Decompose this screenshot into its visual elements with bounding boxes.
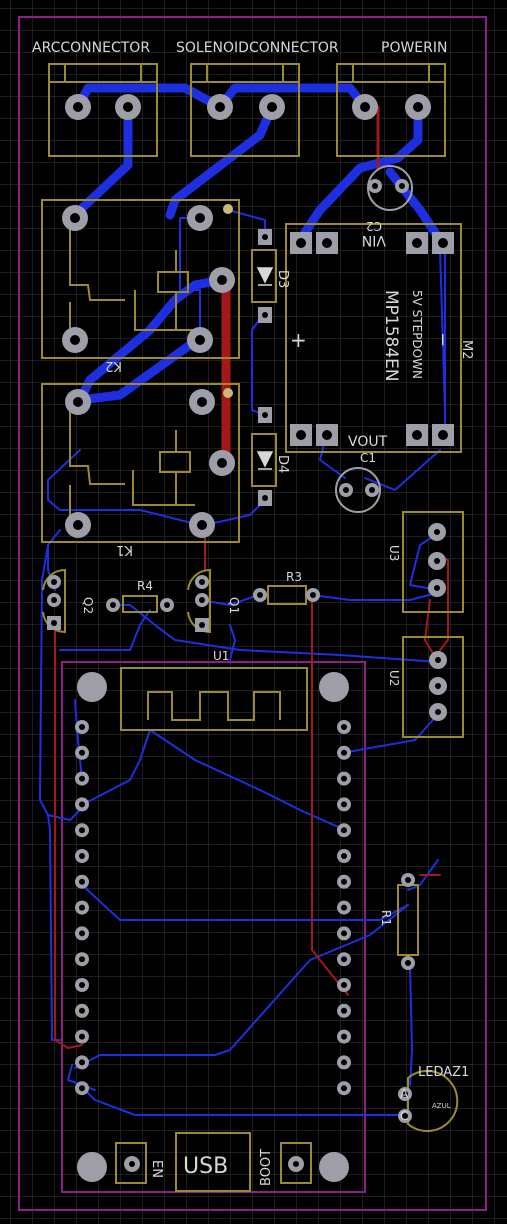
label-minus: − <box>432 332 453 347</box>
mcu-pin-hole <box>341 878 347 885</box>
mcu-pin-hole <box>341 1059 347 1066</box>
labels: ARCCONNECTOR SOLENOIDCONNECTOR POWERIN K… <box>32 40 474 1186</box>
board-outline <box>18 16 487 1211</box>
label-led: LEDAZ1 <box>418 1065 469 1080</box>
label-vin: VIN <box>362 232 386 248</box>
mcu-pins <box>75 720 351 1096</box>
mcu-pin-hole <box>341 1085 347 1092</box>
label-c2: C2 <box>366 219 382 233</box>
label-plus: + <box>290 328 307 352</box>
label-r4: R4 <box>137 579 153 593</box>
mcu-pin-hole <box>341 827 347 834</box>
label-u3: U3 <box>387 545 401 561</box>
label-k1: K1 <box>116 542 133 557</box>
label-q2: Q2 <box>81 597 95 614</box>
mcu-pin-hole <box>341 904 347 911</box>
mcu-pin-hole <box>79 853 85 859</box>
label-solenoid-connector: SOLENOIDCONNECTOR <box>176 40 339 56</box>
label-m2: M2 <box>459 340 474 360</box>
mcu-pin-hole <box>79 827 85 834</box>
mcu-pin-hole <box>341 749 347 756</box>
mcu-pin-hole <box>341 775 347 782</box>
label-d4: D4 <box>275 455 290 473</box>
label-u1: U1 <box>213 649 229 663</box>
mcu-pin-hole <box>79 904 85 911</box>
label-led-color: AZUL <box>432 1102 451 1110</box>
label-led-a: A <box>400 1087 409 1101</box>
mcu-pin-hole <box>79 724 85 730</box>
capacitors <box>335 165 413 513</box>
label-c1: C1 <box>360 451 376 465</box>
label-k2: K2 <box>105 358 122 373</box>
mcu-pin-hole <box>341 801 347 808</box>
mcu-pin-hole <box>341 1007 347 1014</box>
mcu-pin-hole <box>79 1007 85 1014</box>
label-power-in: POWERIN <box>381 40 447 56</box>
mcu-pin-hole <box>79 1033 85 1040</box>
mcu-pin-hole <box>79 775 85 782</box>
mcu-pin-hole <box>341 1033 347 1040</box>
label-d3: D3 <box>275 270 290 288</box>
mcu-pin-hole <box>79 749 85 756</box>
label-en: EN <box>149 1160 164 1178</box>
mcu-pin-hole <box>341 930 347 937</box>
mcu-pin-hole <box>79 1059 85 1066</box>
silkscreen <box>41 63 464 1192</box>
mcu-pin-hole <box>79 801 85 808</box>
mcu-pin-hole <box>341 853 347 859</box>
label-arc-connector: ARCCONNECTOR <box>32 40 150 56</box>
label-u2: U2 <box>387 670 401 686</box>
mcu-pin-hole <box>341 724 347 730</box>
mcu-pin-hole <box>79 956 85 963</box>
label-r3: R3 <box>286 570 302 584</box>
mcu-pin-hole <box>341 956 347 963</box>
diode-symbols <box>256 267 274 470</box>
mcu-pin-hole <box>341 982 347 988</box>
mcu-pin-hole <box>79 1085 85 1092</box>
label-led-c: C <box>400 1109 408 1123</box>
label-vout: VOUT <box>348 434 388 450</box>
mcu-pin-hole <box>79 930 85 937</box>
label-usb: USB <box>183 1154 228 1179</box>
label-q1: Q1 <box>227 597 241 614</box>
pads <box>47 94 454 1182</box>
label-boot: BOOT <box>259 1149 274 1186</box>
mcu-pin-hole <box>79 982 85 988</box>
label-r1: R1 <box>379 910 393 926</box>
label-m2-line1: 5V STEPDOWN <box>410 290 424 379</box>
label-m2-line2: MP1584EN <box>381 290 401 382</box>
mcu-pin-hole <box>79 878 85 885</box>
